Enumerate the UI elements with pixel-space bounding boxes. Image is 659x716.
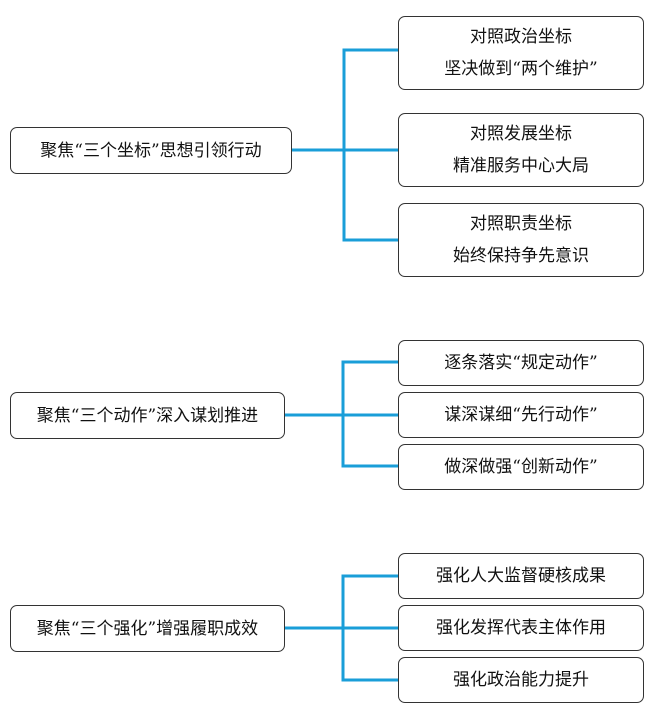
child-node-2-3-line-1: 做深做强“创新动作”	[444, 457, 598, 477]
child-node-2-1: 逐条落实“规定动作”	[398, 340, 644, 386]
root-node-2-label: 聚焦“三个动作”深入谋划推进	[36, 405, 259, 426]
child-node-1-1-line-1: 对照政治坐标	[470, 27, 572, 47]
child-node-2-2-line-1: 谋深谋细“先行动作”	[444, 405, 598, 425]
child-node-2-3: 做深做强“创新动作”	[398, 444, 644, 490]
child-node-3-1-line-1: 强化人大监督硬核成果	[436, 566, 606, 586]
child-node-1-2-line-1: 对照发展坐标	[470, 124, 572, 144]
child-node-3-3-line-1: 强化政治能力提升	[453, 670, 589, 690]
root-node-1-label: 聚焦“三个坐标”思想引领行动	[40, 140, 262, 161]
child-node-1-1-line-2: 坚决做到“两个维护”	[444, 59, 598, 79]
root-node-3-label: 聚焦“三个强化”增强履职成效	[36, 618, 259, 639]
child-node-1-2-line-2: 精准服务中心大局	[453, 156, 589, 176]
child-node-1-3: 对照职责坐标 始终保持争先意识	[398, 203, 644, 277]
child-node-1-3-line-1: 对照职责坐标	[470, 214, 572, 234]
child-node-3-3: 强化政治能力提升	[398, 657, 644, 703]
child-node-1-1: 对照政治坐标 坚决做到“两个维护”	[398, 16, 644, 90]
root-node-2: 聚焦“三个动作”深入谋划推进	[10, 392, 285, 439]
child-node-3-1: 强化人大监督硬核成果	[398, 553, 644, 599]
root-node-1: 聚焦“三个坐标”思想引领行动	[10, 127, 292, 174]
child-node-2-1-line-1: 逐条落实“规定动作”	[444, 353, 598, 373]
child-node-1-3-line-2: 始终保持争先意识	[453, 246, 589, 266]
child-node-1-2: 对照发展坐标 精准服务中心大局	[398, 113, 644, 187]
child-node-3-2: 强化发挥代表主体作用	[398, 605, 644, 651]
child-node-2-2: 谋深谋细“先行动作”	[398, 392, 644, 438]
child-node-3-2-line-1: 强化发挥代表主体作用	[436, 618, 606, 638]
root-node-3: 聚焦“三个强化”增强履职成效	[10, 605, 285, 652]
